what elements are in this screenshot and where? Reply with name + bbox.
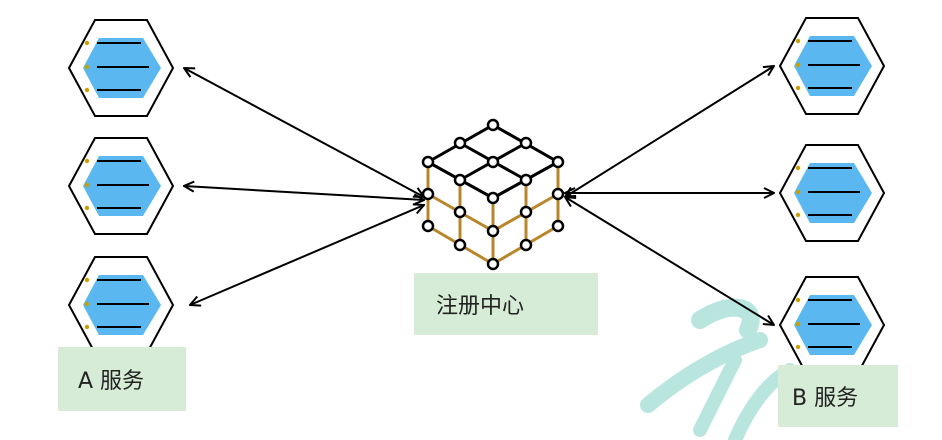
service-b-instance-3-icon [778,276,886,374]
arrow-registry-b1 [565,66,774,197]
registry-cube-icon [421,118,565,271]
connection-arrows [184,66,774,325]
service-a-instance-3-icon [67,256,175,354]
registry-label: 注册中心 [414,273,598,335]
service-a-text: A 服务 [78,369,145,394]
arrow-a2-registry [184,186,424,200]
registry-text: 注册中心 [436,294,525,319]
arrow-registry-b3 [565,197,774,325]
watermark [640,298,797,440]
service-b-label: B 服务 [778,365,898,427]
service-b-instance-1-icon [778,17,886,115]
service-a-instance-2-icon [67,137,175,235]
service-b-instance-2-icon [778,144,886,242]
service-a-label: A 服务 [58,347,186,411]
service-b-text: B 服务 [792,386,859,411]
arrow-a1-registry [184,68,424,197]
arrow-a3-registry [190,205,424,305]
service-a-instance-1-icon [67,19,175,117]
